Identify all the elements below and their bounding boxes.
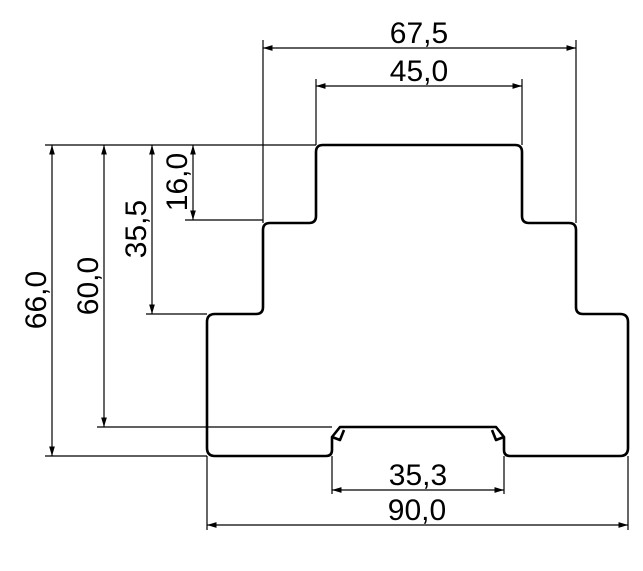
dimension-lines bbox=[49, 45, 628, 528]
rail-clip-left bbox=[331, 429, 346, 442]
dim-label-height-step: 35,5 bbox=[120, 200, 153, 258]
dim-label-width-top: 67,5 bbox=[390, 17, 448, 50]
dim-label-height-top-step: 16,0 bbox=[161, 153, 194, 211]
enclosure-outline bbox=[205, 143, 630, 458]
rail-clip-right bbox=[490, 429, 505, 442]
dim-label-height-total: 66,0 bbox=[20, 271, 53, 329]
extension-lines bbox=[45, 40, 629, 530]
dim-label-width-rail: 35,3 bbox=[389, 459, 447, 492]
dim-label-width-upper: 45,0 bbox=[390, 55, 448, 88]
dim-label-width-total: 90,0 bbox=[388, 494, 446, 527]
dim-label-height-body: 60,0 bbox=[72, 257, 105, 315]
